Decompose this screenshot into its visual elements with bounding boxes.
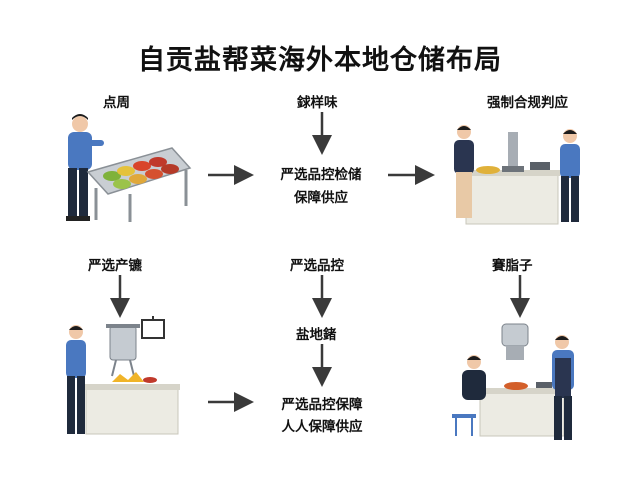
scene-kitchen-counter [454, 125, 580, 225]
scene-pot-table [66, 316, 180, 435]
kitchen-counter-icon [464, 132, 560, 225]
person-icon [552, 335, 574, 440]
kitchen-counter-icon [84, 372, 180, 435]
label-top-left: 点周 [103, 95, 130, 111]
label-center-upper-1: 严选品控检储 [280, 167, 362, 183]
label-mid-center: 严选品控 [290, 258, 344, 274]
label-top-mid: 銶样味 [297, 95, 338, 111]
person-icon [66, 114, 104, 221]
label-bottom-center-1: 严选品控保障 [281, 397, 363, 413]
steel-pot-icon [106, 316, 165, 377]
person-icon [454, 125, 474, 218]
scene-cooking-station [452, 323, 574, 440]
person-icon [452, 355, 486, 436]
label-top-right: 强制合规判应 [487, 95, 568, 111]
steel-pot-icon [501, 323, 529, 360]
kitchen-counter-icon [478, 382, 566, 437]
label-bottom-center-2: 人人保障供应 [281, 419, 363, 435]
label-center-mid: 盐地鍺 [296, 327, 337, 343]
label-mid-left: 严选产镳 [88, 258, 142, 274]
page-title: 自贡盐帮菜海外本地仓储布局 [138, 45, 502, 76]
label-mid-right: 賽脂子 [492, 258, 533, 274]
scene-food-tray [66, 114, 192, 222]
person-icon [560, 129, 580, 222]
food-tray-icon [86, 147, 192, 222]
person-icon [66, 325, 86, 434]
label-center-upper-2: 保障供应 [294, 190, 348, 206]
